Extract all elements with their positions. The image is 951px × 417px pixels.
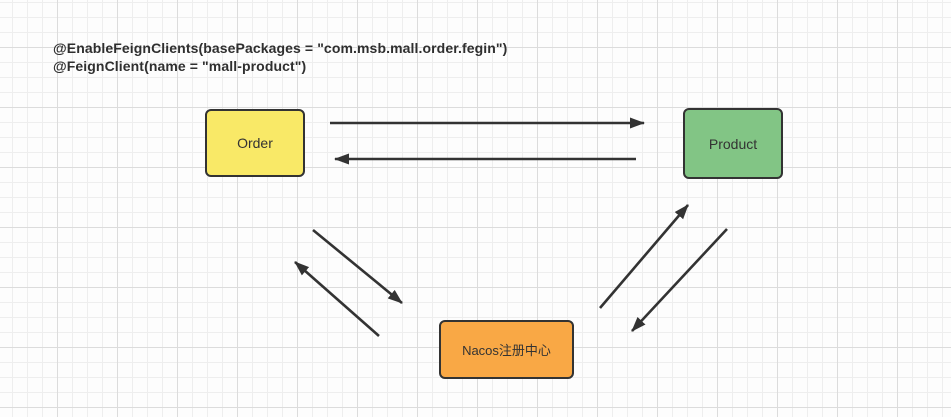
node-nacos-label: Nacos注册中心 bbox=[462, 343, 551, 358]
node-nacos[interactable]: Nacos注册中心 bbox=[439, 320, 574, 379]
annotation-text[interactable]: @EnableFeignClients(basePackages = "com.… bbox=[53, 39, 507, 75]
annotation-line-1: @EnableFeignClients(basePackages = "com.… bbox=[53, 40, 508, 56]
node-product-label: Product bbox=[708, 135, 758, 152]
arrow-nacos-to-product[interactable] bbox=[599, 204, 689, 309]
arrow-order-to-nacos[interactable] bbox=[312, 228, 403, 305]
node-order[interactable]: Order bbox=[205, 109, 305, 177]
annotation-line-2: @FeignClient(name = "mall-product") bbox=[53, 58, 307, 74]
node-order-label: Order bbox=[237, 135, 273, 151]
arrow-nacos-to-order[interactable] bbox=[294, 261, 380, 337]
node-product[interactable]: Product bbox=[683, 108, 783, 179]
arrow-product-to-nacos[interactable] bbox=[631, 228, 728, 332]
